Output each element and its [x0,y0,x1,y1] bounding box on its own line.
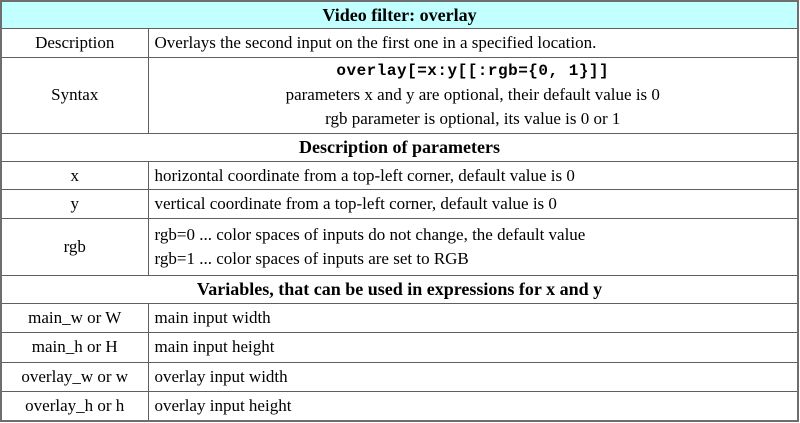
syntax-note-1: parameters x and y are optional, their d… [285,85,660,105]
param-y-desc: vertical coordinate from a top-left corn… [147,189,799,219]
description-label: Description [0,28,149,58]
param-row-y: y vertical coordinate from a top-left co… [0,189,799,219]
param-row-rgb: rgb rgb=0 ... color spaces of inputs do … [0,217,799,276]
description-row: Description Overlays the second input on… [0,28,799,58]
var-main-h-desc: main input height [147,332,799,363]
syntax-note-2: rgb parameter is optional, its value is … [325,109,621,129]
syntax-row: Syntax overlay[=x:y[[:rgb={0, 1}]] param… [0,56,799,134]
param-rgb-desc-line-1: rgb=0 ... color spaces of inputs do not … [154,224,586,244]
parameters-section-title: Description of parameters [0,132,799,163]
var-overlay-w-name: overlay_w or w [0,361,149,393]
syntax-code: overlay[=x:y[[:rgb={0, 1}]] [336,62,610,81]
var-main-h-name: main_h or H [0,332,149,363]
syntax-label: Syntax [0,56,149,134]
var-row-main-w: main_w or W main input width [0,302,799,334]
parameters-section-row: Description of parameters [0,132,799,163]
var-row-overlay-h: overlay_h or h overlay input height [0,391,799,422]
var-main-w-name: main_w or W [0,302,149,334]
param-y-name: y [0,189,149,219]
variables-section-row: Variables, that can be used in expressio… [0,274,799,304]
param-x-name: x [0,161,149,191]
table-title: Video filter: overlay [0,0,799,30]
var-main-w-desc: main input width [147,302,799,334]
param-row-x: x horizontal coordinate from a top-left … [0,161,799,191]
var-row-main-h: main_h or H main input height [0,332,799,363]
var-overlay-h-name: overlay_h or h [0,391,149,422]
param-rgb-desc-line-2: rgb=1 ... color spaces of inputs are set… [154,248,469,268]
var-row-overlay-w: overlay_w or w overlay input width [0,361,799,393]
param-x-desc: horizontal coordinate from a top-left co… [147,161,799,191]
table-title-row: Video filter: overlay [0,0,799,30]
param-rgb-desc: rgb=0 ... color spaces of inputs do not … [147,217,799,276]
param-rgb-name: rgb [0,217,149,276]
variables-section-title: Variables, that can be used in expressio… [0,274,799,304]
var-overlay-h-desc: overlay input height [147,391,799,422]
var-overlay-w-desc: overlay input width [147,361,799,393]
description-text: Overlays the second input on the first o… [147,28,799,58]
syntax-cell: overlay[=x:y[[:rgb={0, 1}]] parameters x… [147,56,799,134]
